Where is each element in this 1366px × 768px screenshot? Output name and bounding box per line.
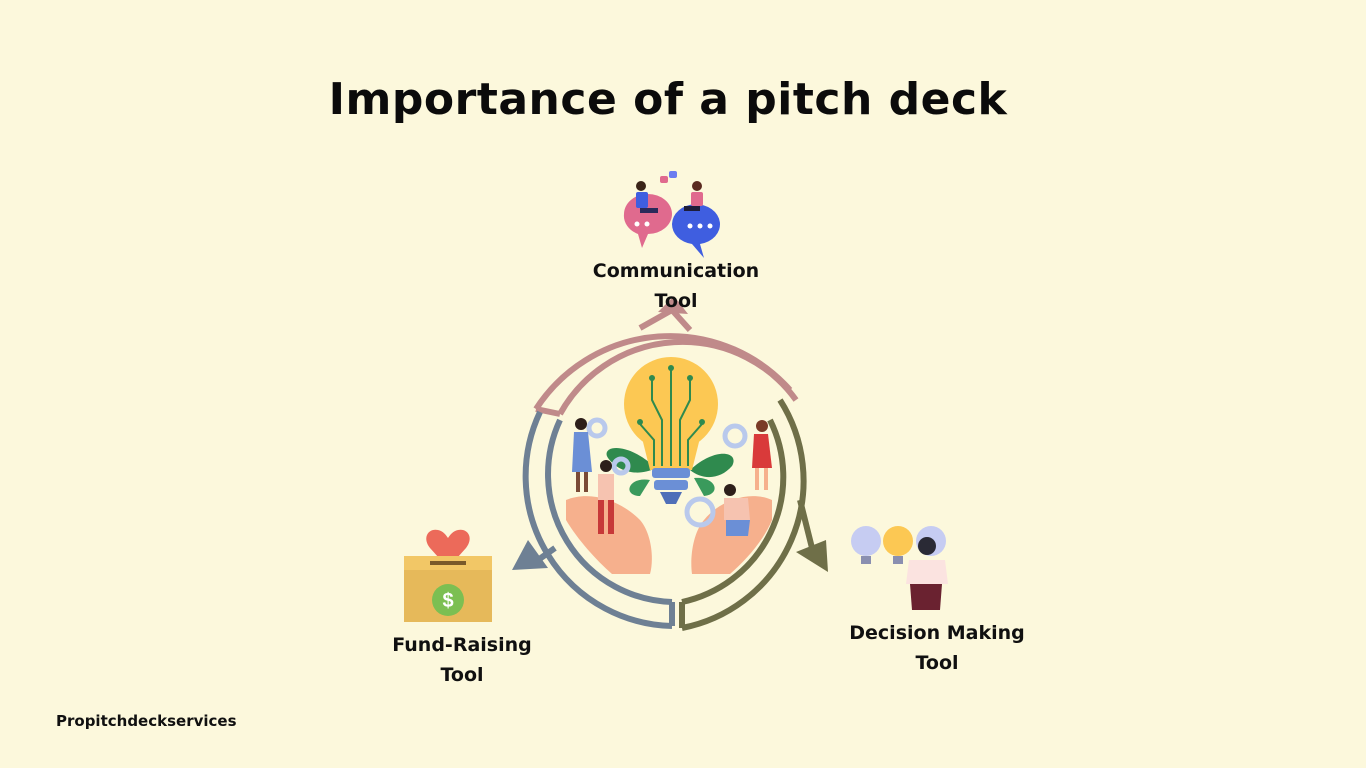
svg-text:$: $ xyxy=(442,590,453,612)
communication-line1: Communication xyxy=(592,260,760,282)
node-label-communication: Communication Tool xyxy=(576,256,776,316)
node-label-fund-raising: Fund-Raising Tool xyxy=(370,630,554,690)
arrow-head-decision-icon xyxy=(796,540,828,572)
thinking-woman-lightbulbs-icon xyxy=(851,526,948,610)
brand-footer: Propitchdeckservices xyxy=(56,712,237,730)
communication-line2: Tool xyxy=(654,290,698,312)
node-label-decision-making: Decision Making Tool xyxy=(836,618,1038,678)
lightbulb-teamwork-illustration xyxy=(566,357,772,574)
fund-raising-line2: Tool xyxy=(440,664,484,686)
decision-making-line2: Tool xyxy=(915,652,959,674)
page-title: Importance of a pitch deck xyxy=(328,74,1008,125)
fund-raising-line1: Fund-Raising xyxy=(392,634,532,656)
donation-box-heart-icon: $ xyxy=(404,529,492,622)
chat-bubbles-people-icon xyxy=(623,171,720,258)
arrow-decision xyxy=(679,398,815,631)
decision-making-line1: Decision Making xyxy=(849,622,1025,644)
arrow-head-communication-icon xyxy=(658,296,688,314)
arrow-communication xyxy=(533,306,799,417)
arrow-head-fund-raising-icon xyxy=(512,540,548,570)
